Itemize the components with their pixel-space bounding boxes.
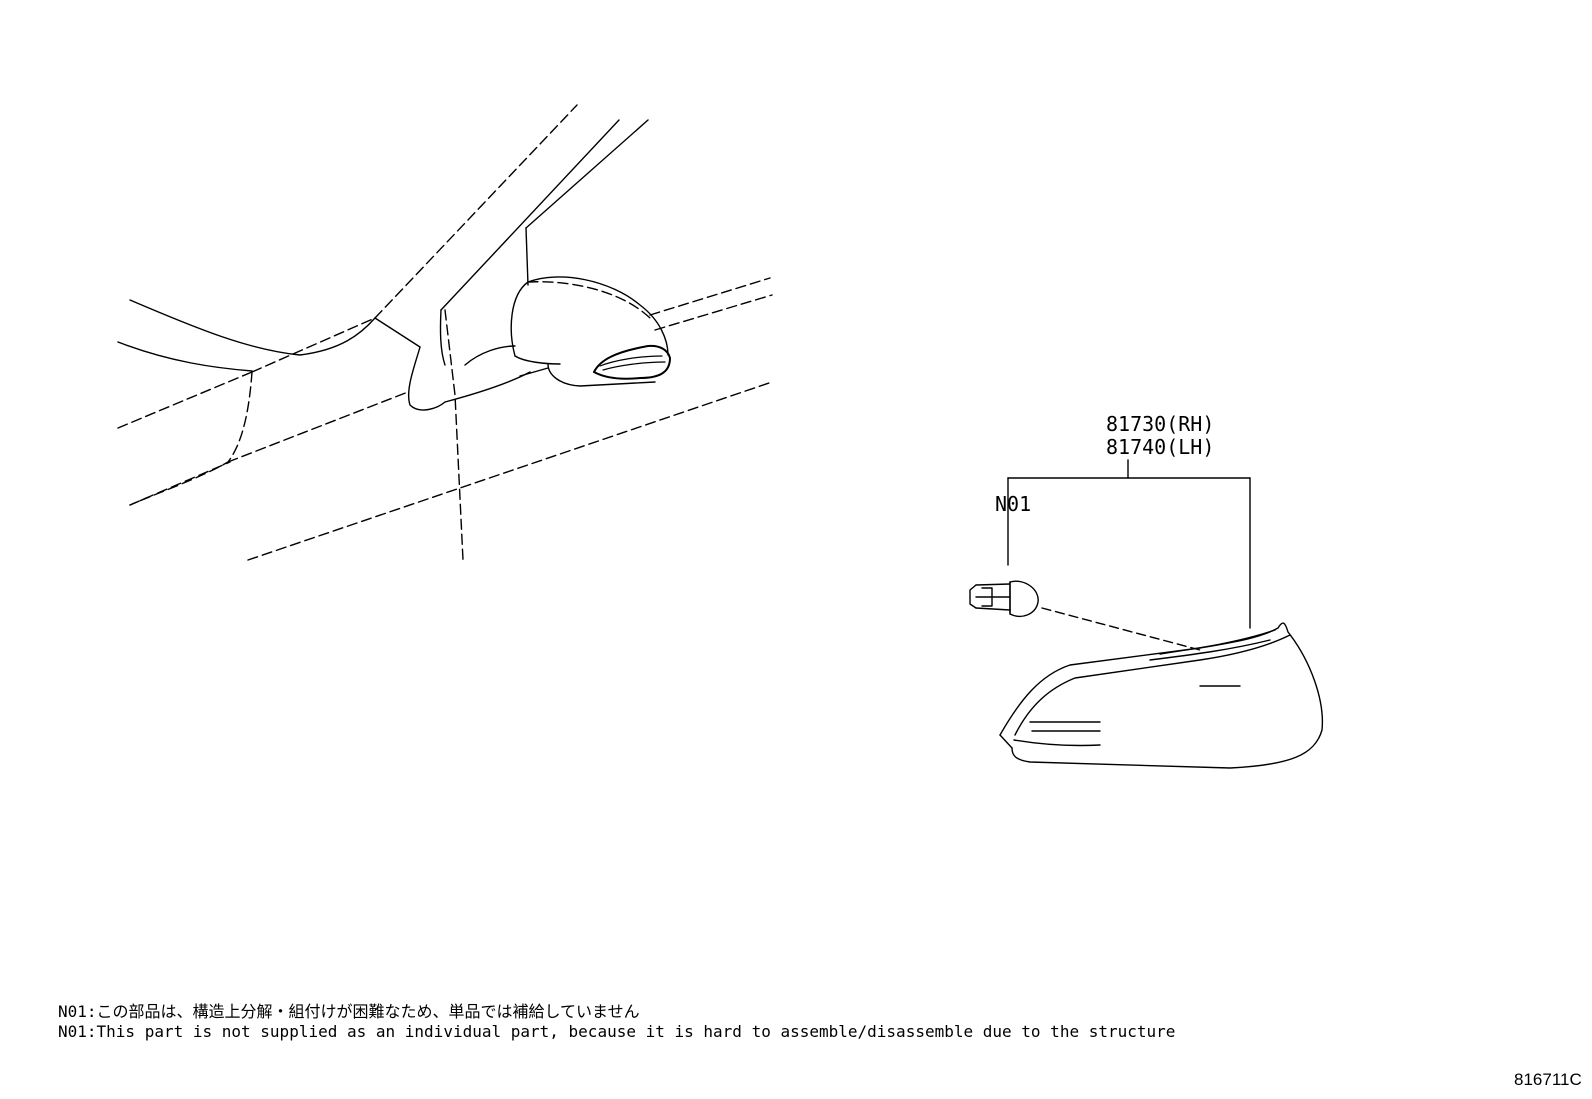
bulb-icon xyxy=(969,580,1039,618)
turn-signal-lamp-illustration xyxy=(969,459,1324,769)
part-number-rh: 81730(RH) xyxy=(1106,412,1215,436)
note-japanese: N01:この部品は、構造上分解・組付けが困難なため、単品では補給していません xyxy=(58,1002,640,1021)
part-number-lh: 81740(LH) xyxy=(1106,435,1215,459)
callout-n01: N01 xyxy=(995,492,1032,516)
diagram-id: 816711C xyxy=(1514,1070,1582,1089)
note-english: N01:This part is not supplied as an indi… xyxy=(58,1022,1176,1041)
car-door-mirror-illustration xyxy=(117,104,773,561)
